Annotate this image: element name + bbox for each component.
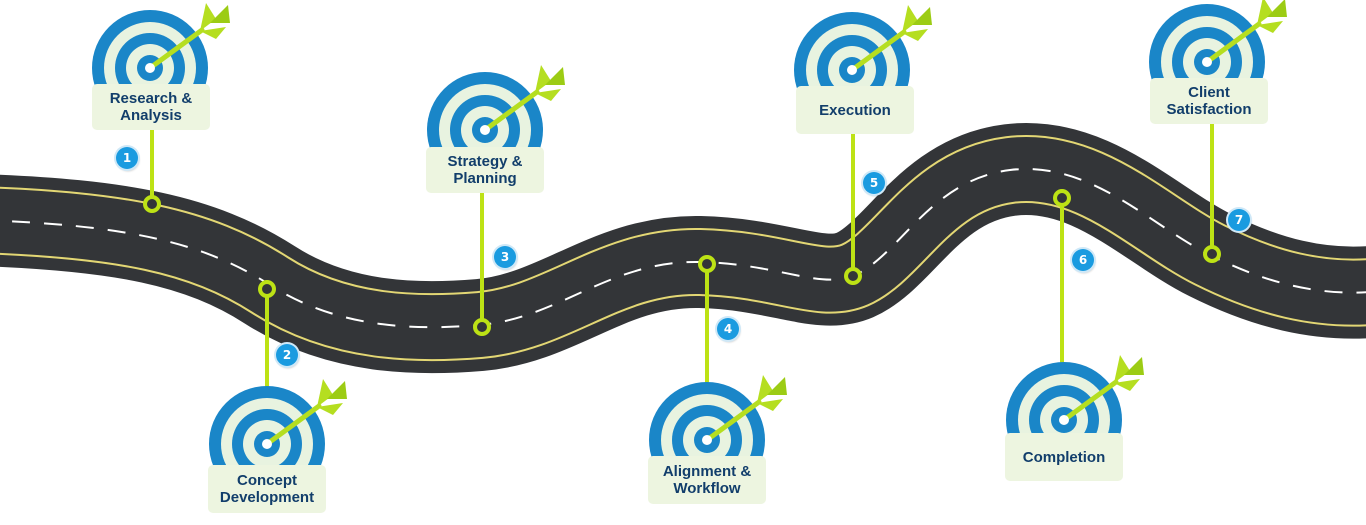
milestone-6-title: Completion <box>1022 448 1106 466</box>
milestone-2-title-line2: Development <box>219 489 315 506</box>
road-node-4 <box>698 255 716 273</box>
milestone-label-1: Research & Analysis <box>92 84 210 130</box>
dart-arrow-icon-3 <box>480 65 565 135</box>
milestone-connectors <box>143 122 1221 400</box>
dart-arrow-icon-4 <box>702 375 787 445</box>
step-badge-5: 5 <box>863 172 885 194</box>
milestone-7-title-line1: Client <box>1188 84 1230 101</box>
road-node-3 <box>473 318 491 336</box>
step-badge-2: 2 <box>276 344 298 366</box>
step-badge-6: 6 <box>1072 249 1094 271</box>
road-node-5 <box>844 267 862 285</box>
milestone-3-title-line2: Planning <box>453 170 517 187</box>
dart-arrow-icon-2 <box>262 379 347 449</box>
dart-arrow-icon-7 <box>1202 0 1287 67</box>
dart-arrow-icon-6 <box>1059 355 1144 425</box>
milestone-7-title-line2: Satisfaction <box>1166 101 1252 118</box>
milestone-1-title-line2: Analysis <box>120 107 182 124</box>
milestone-4-title-line1: Alignment & <box>662 463 752 480</box>
step-badge-7: 7 <box>1228 209 1250 231</box>
step-badge-4: 4 <box>717 318 739 340</box>
road-node-7 <box>1203 245 1221 263</box>
step-badge-1: 1 <box>116 147 138 169</box>
milestone-1-title-line1: Research & <box>109 90 193 107</box>
dart-arrow-icon-5 <box>847 5 932 75</box>
dart-arrow-icon-1 <box>145 3 230 73</box>
milestone-label-3: Strategy & Planning <box>426 147 544 193</box>
road-surface <box>0 123 1366 374</box>
milestone-label-5: Execution <box>796 86 914 134</box>
milestone-label-7: Client Satisfaction <box>1150 78 1268 124</box>
road-node-6 <box>1053 189 1071 207</box>
milestone-3-title-line1: Strategy & <box>447 153 523 170</box>
milestone-label-2: Concept Development <box>208 465 326 513</box>
road-node-1 <box>143 195 161 213</box>
road-node-2 <box>258 280 276 298</box>
milestone-4-title-line2: Workflow <box>673 480 741 497</box>
milestone-label-6: Completion <box>1005 433 1123 481</box>
milestone-label-4: Alignment & Workflow <box>648 456 766 504</box>
milestone-5-title: Execution <box>819 101 891 119</box>
milestone-2-title-line1: Concept <box>237 472 297 489</box>
step-badge-3: 3 <box>494 246 516 268</box>
